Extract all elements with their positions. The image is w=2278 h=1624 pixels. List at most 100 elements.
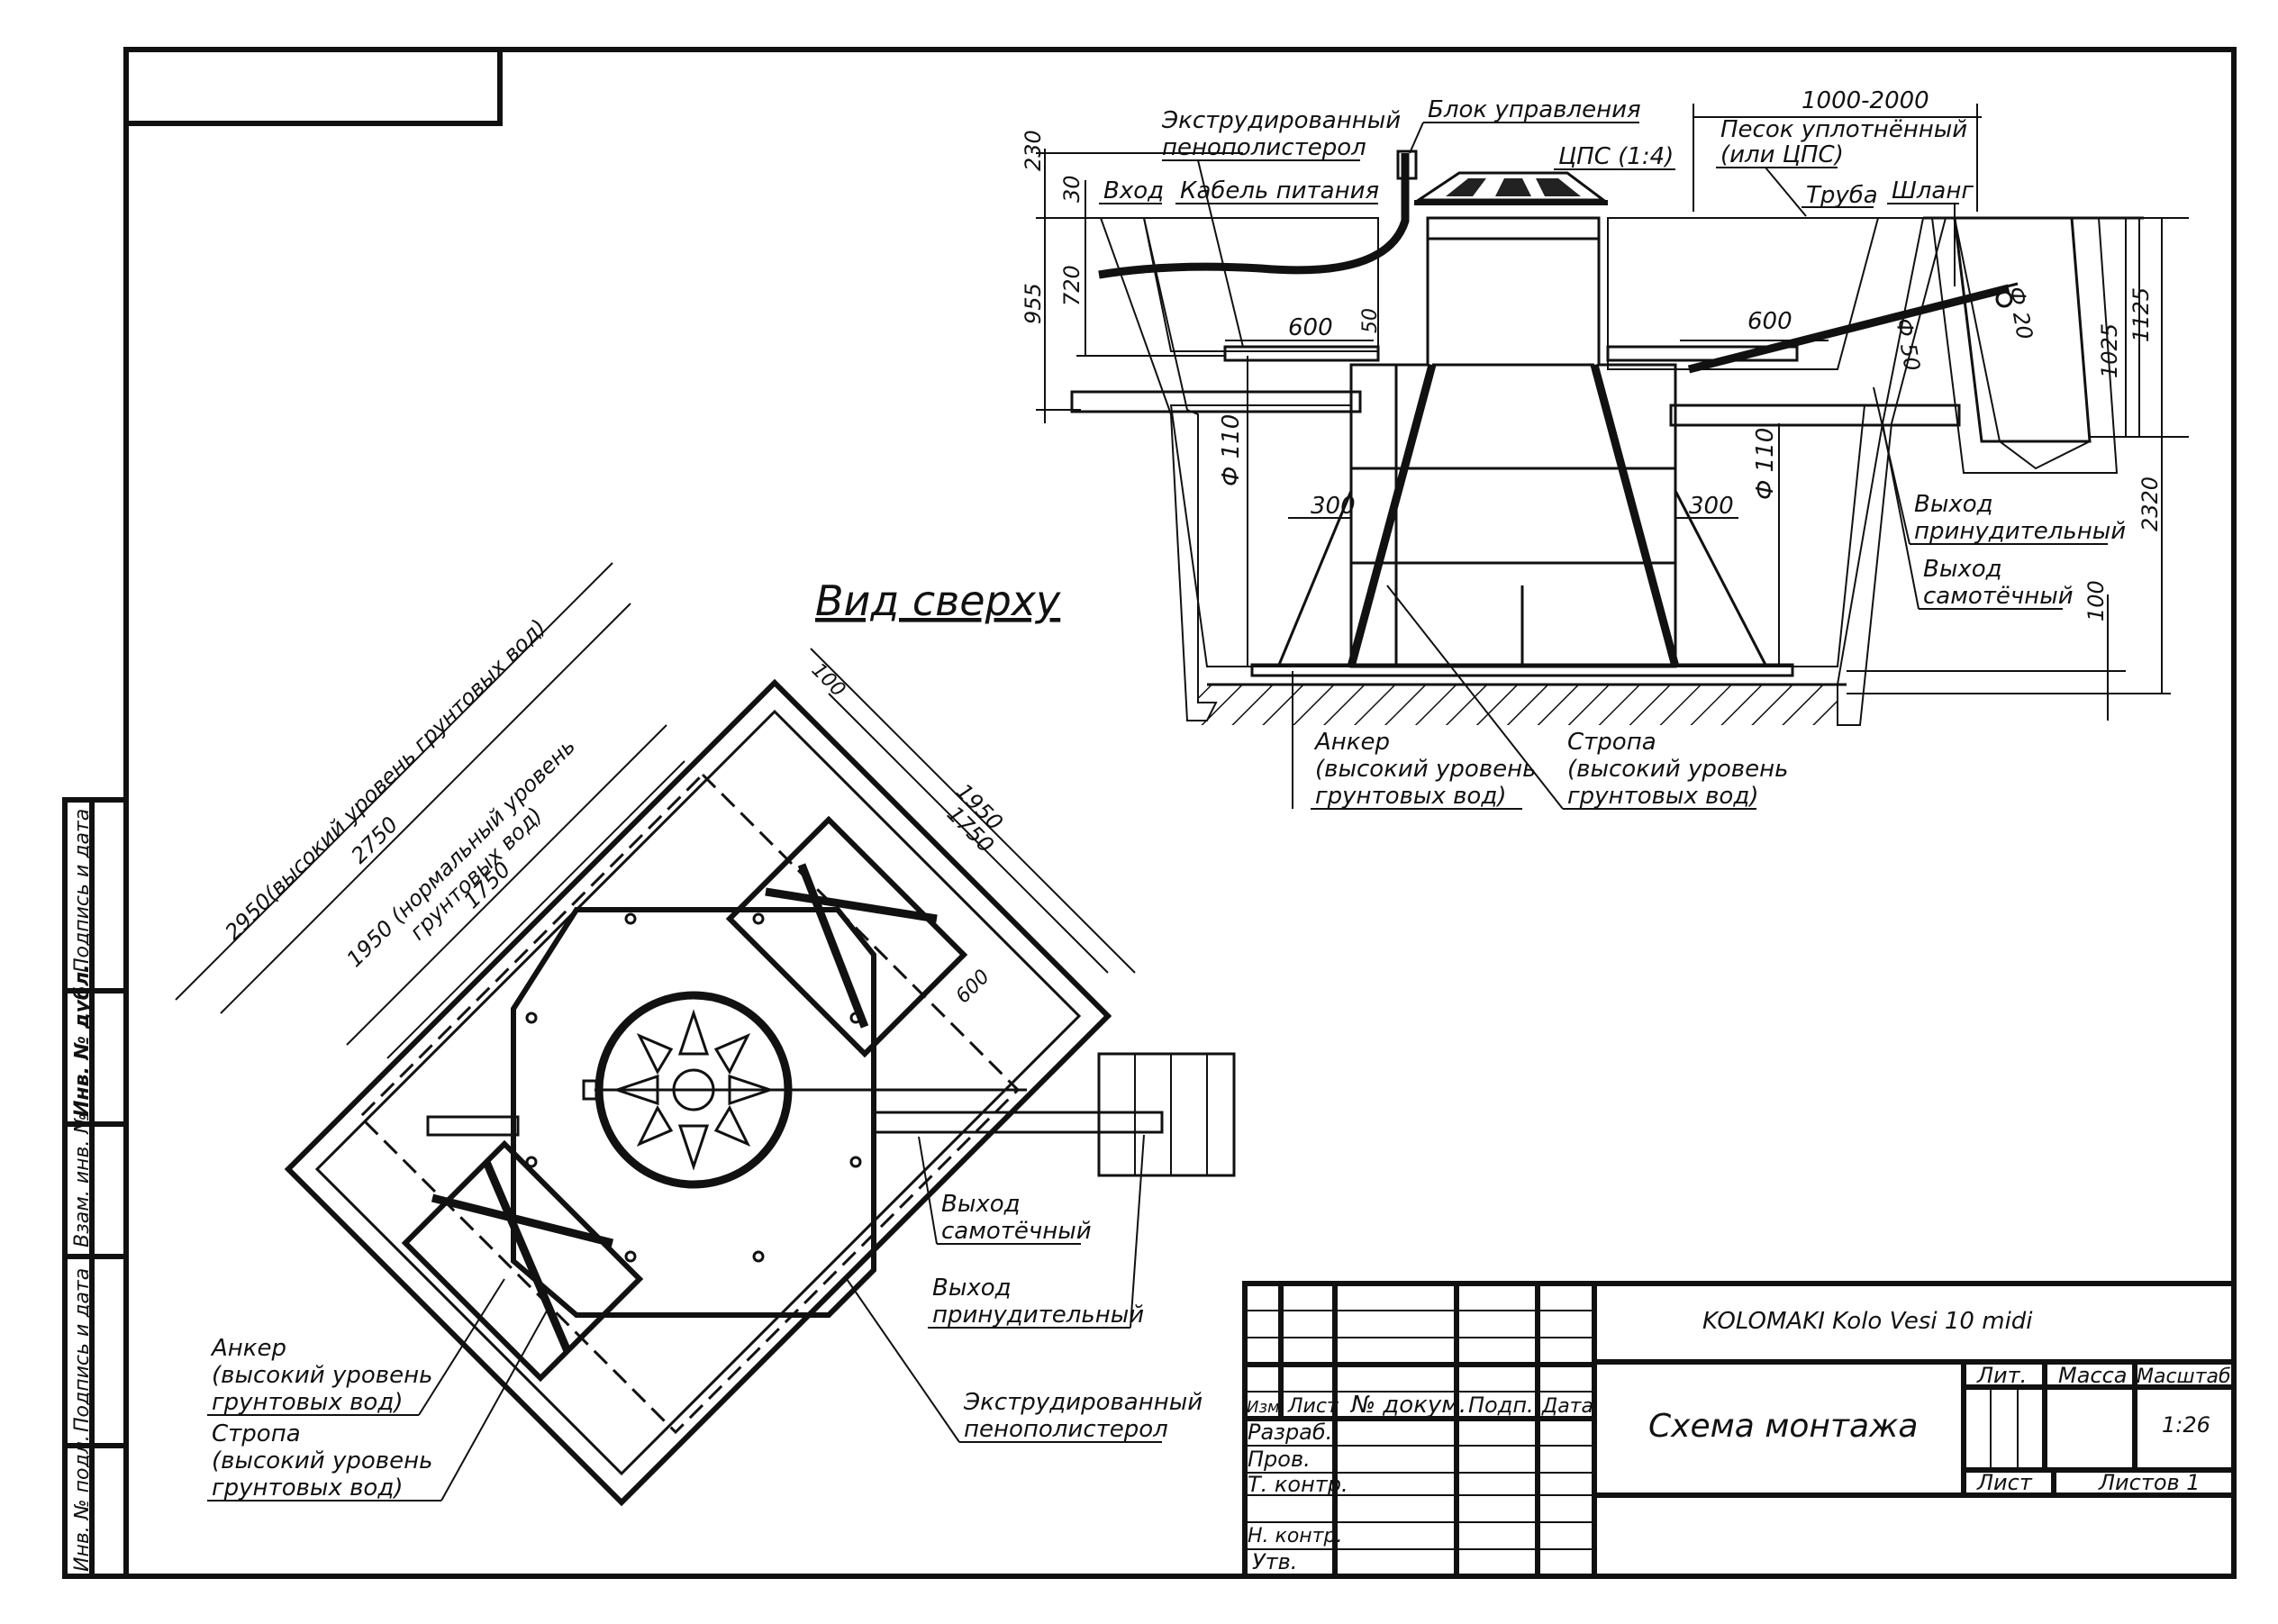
label-sling-section-3: грунтовых вод) xyxy=(1567,783,1758,810)
dim-1125: 1125 xyxy=(2128,287,2154,342)
label-sling-plan-3: грунтовых вод) xyxy=(212,1474,403,1502)
label-anchor-section-2: (высокий уровень xyxy=(1315,756,1536,783)
tb-scale: 1:26 xyxy=(2162,1412,2210,1438)
label-inlet: Вход xyxy=(1103,177,1164,204)
backfill-right-upper xyxy=(1607,217,1880,370)
dim-phi110-left: Ф 110 xyxy=(1218,414,1245,486)
section-dims-left: 230 30 955 720 600 50 300 Ф 110 xyxy=(1021,130,1382,667)
tb-scale-label: Масштаб xyxy=(2137,1365,2231,1388)
xps-plate-left xyxy=(1223,345,1380,362)
plan-dims: 2950(высокий уровень грунтовых вод) 2750… xyxy=(175,562,1136,1059)
dim-1000-2000: 1000-2000 xyxy=(1802,87,1929,114)
label-hose: Шланг xyxy=(1892,177,1974,204)
label-outlet-forced-plan-2: принудительный xyxy=(932,1302,1144,1329)
label-sand-2: (или ЦПС) xyxy=(1720,141,1844,168)
control-block xyxy=(1396,150,1418,180)
label-outlet-gravity-plan-1: Выход xyxy=(941,1191,1021,1218)
tb-role-utv: Утв. xyxy=(1252,1549,1297,1574)
dim-230: 230 xyxy=(1021,130,1046,171)
plan-pipe-left xyxy=(426,1115,520,1137)
plan-dim-2950: 2950(высокий уровень грунтовых вод) xyxy=(220,614,550,945)
dim-300-left: 300 xyxy=(1311,493,1356,520)
section-labels: Экструдированный пенополистерол Блок упр… xyxy=(1099,96,2126,810)
label-outlet-gravity-section-1: Выход xyxy=(1923,556,2002,583)
plan-dim-600: 600 xyxy=(952,966,994,1008)
base-slab xyxy=(1250,663,1794,677)
label-anchor-plan-2: (высокий уровень xyxy=(212,1362,432,1389)
section-view: 230 30 955 720 600 50 300 Ф 110 1000-200… xyxy=(1021,87,2189,810)
label-cps: ЦПС (1:4) xyxy=(1558,143,1674,170)
dim-600-right: 600 xyxy=(1747,308,1792,335)
soil-right xyxy=(1837,217,1947,726)
tb-role-nkontr: Н. контр. xyxy=(1248,1525,1342,1547)
plan-dim-100: 100 xyxy=(807,659,849,702)
label-outlet-gravity-plan-2: самотёчный xyxy=(941,1218,1092,1245)
tb-header-date: Дата xyxy=(1541,1395,1593,1418)
side-stamp-inv-dubl: Инв. № дубл. xyxy=(71,964,94,1117)
plan-title: Вид сверху xyxy=(815,576,1061,625)
dim-720: 720 xyxy=(1059,265,1085,306)
tb-header-doc: № докум. xyxy=(1349,1392,1466,1419)
label-anchor-section-3: грунтовых вод) xyxy=(1315,783,1506,810)
tb-drawing-title: Схема монтажа xyxy=(1648,1408,1919,1445)
tank-body xyxy=(1349,216,1677,668)
side-stamp-inv-podl: Инв. № подл. xyxy=(71,1435,94,1572)
side-stamp-signature-1: Подпись и дата xyxy=(71,809,94,973)
pit-inner xyxy=(314,709,1082,1476)
label-anchor-section-1: Анкер xyxy=(1313,729,1390,756)
label-xps-plan-1: Экструдированный xyxy=(963,1389,1203,1416)
tb-header-sign: Подп. xyxy=(1468,1393,1534,1418)
tb-sheet-label: Лист xyxy=(1976,1470,2033,1495)
outlet-pipe-gravity xyxy=(1669,404,1961,427)
label-sand-1: Песок уплотнённый xyxy=(1720,116,1967,143)
label-anchor-plan-3: грунтовых вод) xyxy=(212,1389,403,1416)
label-outlet-forced-plan-1: Выход xyxy=(932,1275,1012,1302)
label-sling-section-1: Стропа xyxy=(1567,729,1656,756)
label-outlet-gravity-section-2: самотёчный xyxy=(1923,583,2074,610)
label-control-block: Блок управления xyxy=(1428,96,1641,123)
tb-product: KOLOMAKI Kolo Vesi 10 midi xyxy=(1702,1308,2033,1335)
label-outlet-forced-section-2: принудительный xyxy=(1914,518,2126,545)
dim-955: 955 xyxy=(1021,283,1046,324)
tank-plan xyxy=(511,907,876,1318)
tb-header-izm: Изм. xyxy=(1247,1398,1284,1417)
dim-30: 30 xyxy=(1059,175,1085,203)
dim-300-right: 300 xyxy=(1689,493,1734,520)
dim-1025: 1025 xyxy=(2097,323,2122,378)
outer-frame xyxy=(123,47,2237,1579)
anchor-slab-top xyxy=(725,815,968,1058)
xps-boundary xyxy=(358,772,1021,1435)
tb-role-prov: Пров. xyxy=(1248,1447,1311,1472)
dim-phi50: Ф 50 xyxy=(1891,316,1925,373)
label-xps-plan-2: пенополистерол xyxy=(964,1416,1168,1443)
side-stamp-vzam-inv: Взам. инв. № xyxy=(71,1113,94,1247)
label-xps-section-1: Экструдированный xyxy=(1161,107,1401,134)
bolts xyxy=(525,912,862,1263)
soil-bottom xyxy=(1198,685,1838,725)
label-xps-section-2: пенополистерол xyxy=(1162,134,1366,161)
xps-plate-right xyxy=(1606,345,1799,362)
dim-600-left: 600 xyxy=(1288,314,1333,341)
label-sling-section-2: (высокий уровень xyxy=(1567,756,1788,783)
tb-header-list: Лист xyxy=(1287,1395,1339,1418)
top-left-stamp xyxy=(123,47,503,126)
backfill-left-upper xyxy=(1142,217,1379,352)
tb-sheets-label: Листов 1 xyxy=(2098,1470,2201,1495)
dim-2320: 2320 xyxy=(2137,476,2163,531)
plan-view: Вид сверху xyxy=(175,562,1236,1507)
label-pipe: Труба xyxy=(1806,182,1878,209)
dim-50: 50 xyxy=(1359,308,1382,333)
tb-role-tkontr: Т. контр. xyxy=(1248,1472,1348,1497)
dim-phi110-right: Ф 110 xyxy=(1752,428,1779,500)
tb-lit: Лит. xyxy=(1976,1363,2027,1388)
inlet-pipe xyxy=(1070,390,1362,413)
plan-ditch xyxy=(1097,1052,1236,1177)
power-cable xyxy=(1098,153,1410,279)
plan-labels: Выход самотёчный Выход принудительный Эк… xyxy=(207,1134,1203,1502)
tb-role-razrab: Разраб. xyxy=(1248,1420,1332,1445)
section-dims-right: 1000-2000 600 300 Ф 110 Ф 50 Ф 20 1025 1… xyxy=(1675,87,2189,721)
side-stamp: Подпись и дата Инв. № дубл. Взам. инв. №… xyxy=(62,797,129,1579)
pit-outer xyxy=(284,678,1112,1507)
tb-mass: Масса xyxy=(2058,1363,2128,1388)
